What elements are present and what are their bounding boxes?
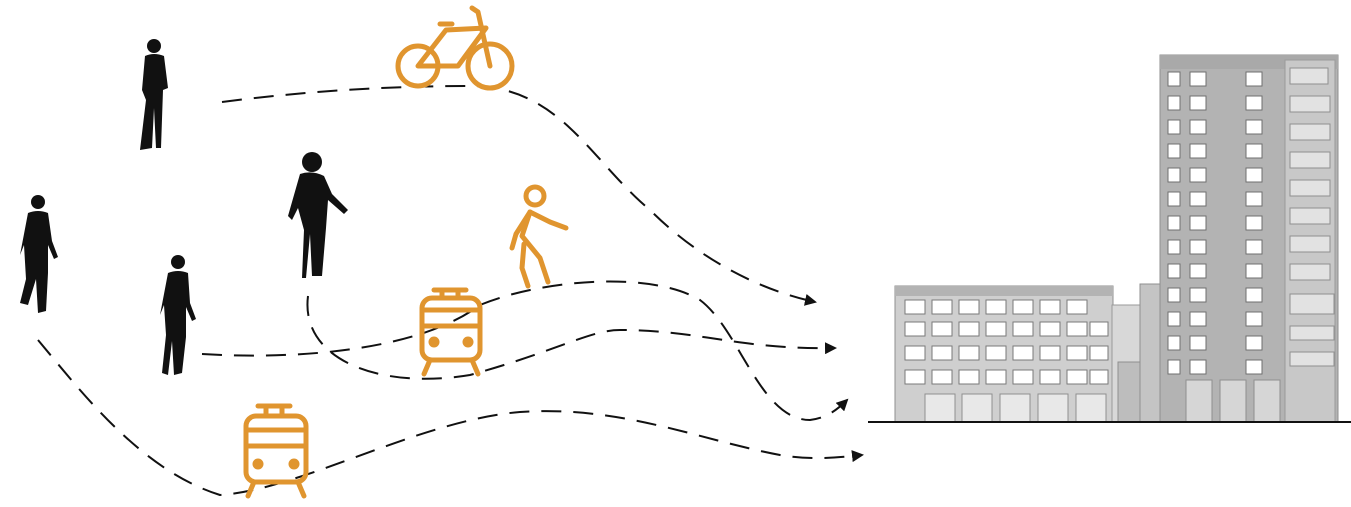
person-walking-icon (160, 255, 196, 375)
tower-windows (1167, 71, 1263, 375)
flow-path-tram-upper (201, 280, 849, 422)
tram-icon (419, 287, 483, 377)
flow-path-bicycle (221, 84, 817, 306)
person-walking-icon (288, 152, 348, 278)
flow-path-tram-lower (37, 339, 864, 497)
low-block-windows (904, 299, 1109, 385)
pedestrian-icon (509, 184, 569, 289)
tower-balconies (1289, 67, 1335, 367)
flow-path-walk (306, 295, 837, 380)
tram-icon (243, 403, 309, 499)
tower-ground-floor (1185, 379, 1281, 423)
person-standing-icon (140, 39, 168, 150)
bicycle-icon (395, 5, 515, 91)
people-group (20, 39, 348, 375)
flow-paths (37, 84, 864, 497)
person-walking-icon (20, 195, 58, 313)
low-block-ground-floor (924, 393, 1107, 423)
building-elevation (868, 54, 1351, 423)
